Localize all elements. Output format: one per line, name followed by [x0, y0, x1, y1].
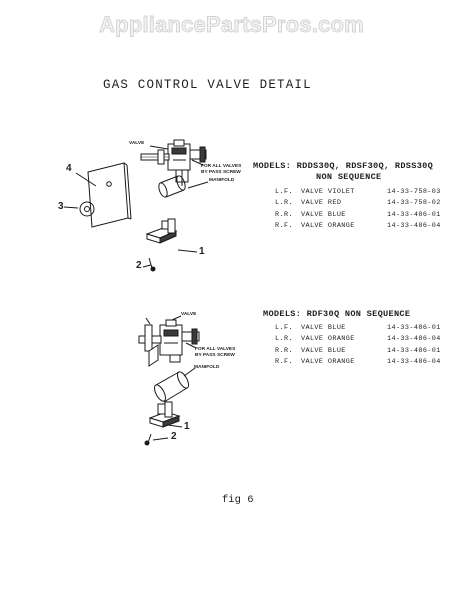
valve-position: L.R.	[275, 335, 293, 344]
diagram1-sequence-heading: NON SEQUENCE	[316, 172, 382, 182]
by-pass-screw-label: BY PASS SCREW	[195, 353, 235, 358]
valve-part-number: 14-33-486-01	[387, 210, 441, 219]
valve-description: VALVE ORANGE	[301, 358, 355, 367]
callout-4: 4	[66, 163, 72, 174]
valve-position: L.R.	[275, 199, 293, 208]
watermark: AppliancePartsPros.com	[99, 12, 364, 38]
clip-part1	[148, 401, 181, 428]
valve-description: VALVE BLUE	[301, 346, 346, 355]
table-row: L.R. VALVE RED 14-33-758-02	[275, 198, 441, 210]
for-all-valves-label: FOR ALL VALVES	[195, 347, 236, 352]
callout-2: 2	[171, 431, 177, 442]
diagram1-models-heading: MODELS: RDDS30Q, RDSF30Q, RDSS30Q	[253, 161, 434, 171]
figure-label: fig 6	[222, 494, 254, 506]
valve-part-number: 14-33-486-01	[387, 323, 441, 332]
washer-part3	[79, 201, 95, 217]
valve-label: VALVE	[129, 141, 145, 146]
valve-part-number: 14-33-758-02	[387, 199, 441, 208]
valve-position: L.F.	[275, 323, 293, 332]
table-row: R.R. VALVE BLUE 14-33-486-01	[275, 209, 441, 221]
table-row: L.F. VALVE BLUE 14-33-486-01	[275, 322, 441, 334]
knob-plate-part4	[87, 162, 129, 228]
valve-description: VALVE BLUE	[301, 323, 346, 332]
manifold-label: MANIFOLD	[209, 178, 235, 183]
valve-description: VALVE VIOLET	[301, 187, 355, 196]
valve-part-number: 14-33-758-03	[387, 187, 441, 196]
valve-position: R.R.	[275, 210, 293, 219]
screw-part2	[142, 257, 156, 272]
valve-description: VALVE ORANGE	[301, 222, 355, 231]
table-row: R.F. VALVE ORANGE 14-33-486-04	[275, 357, 441, 369]
manifold-label: MANIFOLD	[194, 365, 220, 370]
valve-part-number: 14-33-486-04	[387, 335, 441, 344]
for-all-valves-label: FOR ALL VALVES	[201, 164, 242, 169]
table-row: L.F. VALVE VIOLET 14-33-758-03	[275, 186, 441, 198]
valve-position: R.F.	[275, 358, 293, 367]
callout-3: 3	[58, 201, 64, 212]
valve-position: R.R.	[275, 346, 293, 355]
valve-description: VALVE BLUE	[301, 210, 346, 219]
plate-hole	[106, 181, 112, 187]
diagram2-drawing	[138, 315, 200, 446]
table-row: R.F. VALVE ORANGE 14-33-486-04	[275, 221, 441, 233]
page-title: GAS CONTROL VALVE DETAIL	[103, 78, 312, 92]
by-pass-screw-label: BY PASS SCREW	[201, 170, 241, 175]
callout-1: 1	[199, 246, 205, 257]
table-row: L.R. VALVE ORANGE 14-33-486-04	[275, 334, 441, 346]
callout-2: 2	[136, 260, 142, 271]
diagram2-models-heading: MODELS: RDF30Q NON SEQUENCE	[263, 309, 411, 319]
valve-description: VALVE ORANGE	[301, 335, 355, 344]
screw-part2	[144, 433, 169, 446]
table-row: R.R. VALVE BLUE 14-33-486-01	[275, 345, 441, 357]
diagram1-drawing	[63, 139, 209, 272]
diagram1-valve-table: L.F. VALVE VIOLET 14-33-758-03 L.R. VALV…	[275, 186, 441, 232]
valve-description: VALVE RED	[301, 199, 342, 208]
valve-position: R.F.	[275, 222, 293, 231]
valve-position: L.F.	[275, 187, 293, 196]
diagram2-valve-table: L.F. VALVE BLUE 14-33-486-01 L.R. VALVE …	[275, 322, 441, 368]
valve-label: VALVE	[181, 312, 197, 317]
valve-part-number: 14-33-486-04	[387, 358, 441, 367]
manifold-pipe	[158, 175, 186, 198]
valve-part-number: 14-33-486-01	[387, 346, 441, 355]
callout-1: 1	[184, 421, 190, 432]
clip-part1	[145, 218, 178, 244]
manifold-pipe	[153, 371, 190, 403]
valve-part-number: 14-33-486-04	[387, 222, 441, 231]
